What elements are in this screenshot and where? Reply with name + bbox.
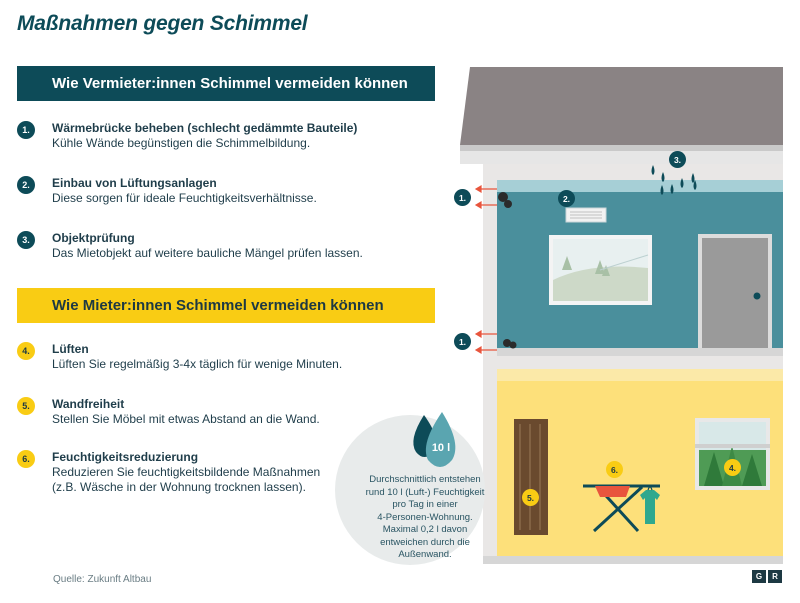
landlord-banner: Wie Vermieter:innen Schimmel vermeiden k… bbox=[17, 66, 435, 101]
item-text: Reduzieren Sie feuchtigkeitsbildende Maß… bbox=[52, 465, 321, 479]
callout-line: entweichen durch die bbox=[380, 536, 470, 548]
upper-ceiling bbox=[497, 180, 783, 192]
eave bbox=[460, 151, 783, 164]
logo: G R bbox=[752, 570, 782, 583]
number-badge: 2. bbox=[17, 176, 35, 194]
callout-line: Außenwand. bbox=[398, 549, 452, 560]
number-badge: 5. bbox=[17, 397, 35, 415]
number-badge: 6. bbox=[17, 450, 35, 468]
wardrobe bbox=[514, 419, 548, 535]
marker-3: 3. bbox=[669, 151, 686, 168]
callout-badge: 10 l bbox=[431, 442, 451, 454]
item-text: Lüften Sie regelmäßig 3-4x täglich für w… bbox=[52, 357, 343, 371]
logo-letter: R bbox=[768, 570, 782, 583]
item-heading: Lüften bbox=[52, 342, 89, 356]
tenant-heading: Wie Mieter:innen Schimmel vermeiden könn… bbox=[52, 297, 384, 314]
door-knob bbox=[753, 292, 761, 300]
mold-spot bbox=[498, 192, 508, 202]
roof bbox=[460, 67, 783, 145]
roof-edge bbox=[460, 145, 783, 151]
page-title: Maßnahmen gegen Schimmel bbox=[17, 12, 308, 35]
laundry-towel bbox=[595, 486, 630, 497]
callout-line: Durchschnittlich entstehen bbox=[369, 474, 481, 485]
item-heading: Wandfreiheit bbox=[52, 397, 125, 411]
item-text: Das Mietobjekt auf weitere bauliche Mäng… bbox=[52, 246, 363, 260]
logo-letter: G bbox=[752, 570, 766, 583]
floor-slab bbox=[497, 348, 783, 356]
item-text: Stellen Sie Möbel mit etwas Abstand an d… bbox=[52, 412, 320, 426]
drop-icon bbox=[425, 412, 456, 467]
item-heading: Feuchtigkeitsreduzierung bbox=[52, 450, 199, 464]
ground-slab bbox=[483, 556, 783, 564]
item-text-2: (z.B. Wäsche in der Wohnung trocknen las… bbox=[52, 480, 306, 494]
item-heading: Objektprüfung bbox=[52, 231, 135, 245]
laundry-shirt bbox=[640, 490, 660, 524]
mold-spot bbox=[503, 339, 511, 347]
source-note: Quelle: Zukunft Altbau bbox=[53, 574, 152, 585]
marker-5: 5. bbox=[522, 489, 539, 506]
callout-line: 4-Personen-Wohnung. bbox=[377, 511, 473, 523]
item-text: Diese sorgen für ideale Feuchtigkeitsver… bbox=[52, 191, 317, 205]
lower-ceiling bbox=[497, 369, 783, 381]
marker-1-lower: 1. bbox=[454, 333, 471, 350]
item-heading: Wärmebrücke beheben (schlecht gedämmte B… bbox=[52, 121, 358, 135]
item-heading: Einbau von Lüftungsanlagen bbox=[52, 176, 217, 190]
number-badge: 3. bbox=[17, 231, 35, 249]
marker-6: 6. bbox=[606, 461, 623, 478]
number-badge: 4. bbox=[17, 342, 35, 360]
heat-loss-arrows bbox=[474, 184, 497, 355]
number-badge: 1. bbox=[17, 121, 35, 139]
callout-line: rund 10 l (Luft-) Feuchtigkeit bbox=[365, 486, 485, 498]
item-text: Kühle Wände begünstigen die Schimmelbild… bbox=[52, 136, 311, 150]
marker-2: 2. bbox=[558, 190, 575, 207]
landlord-heading: Wie Vermieter:innen Schimmel vermeiden k… bbox=[52, 75, 408, 92]
callout-line: pro Tag in einer bbox=[392, 499, 458, 510]
moisture-drops bbox=[651, 165, 697, 195]
moisture-callout-text: Durchschnittlich entstehen rund 10 l (Lu… bbox=[340, 474, 510, 562]
tenant-banner: Wie Mieter:innen Schimmel vermeiden könn… bbox=[17, 288, 435, 323]
marker-4: 4. bbox=[724, 459, 741, 476]
callout-line: Maximal 0,2 l davon bbox=[382, 524, 468, 535]
marker-1-upper: 1. bbox=[454, 189, 471, 206]
